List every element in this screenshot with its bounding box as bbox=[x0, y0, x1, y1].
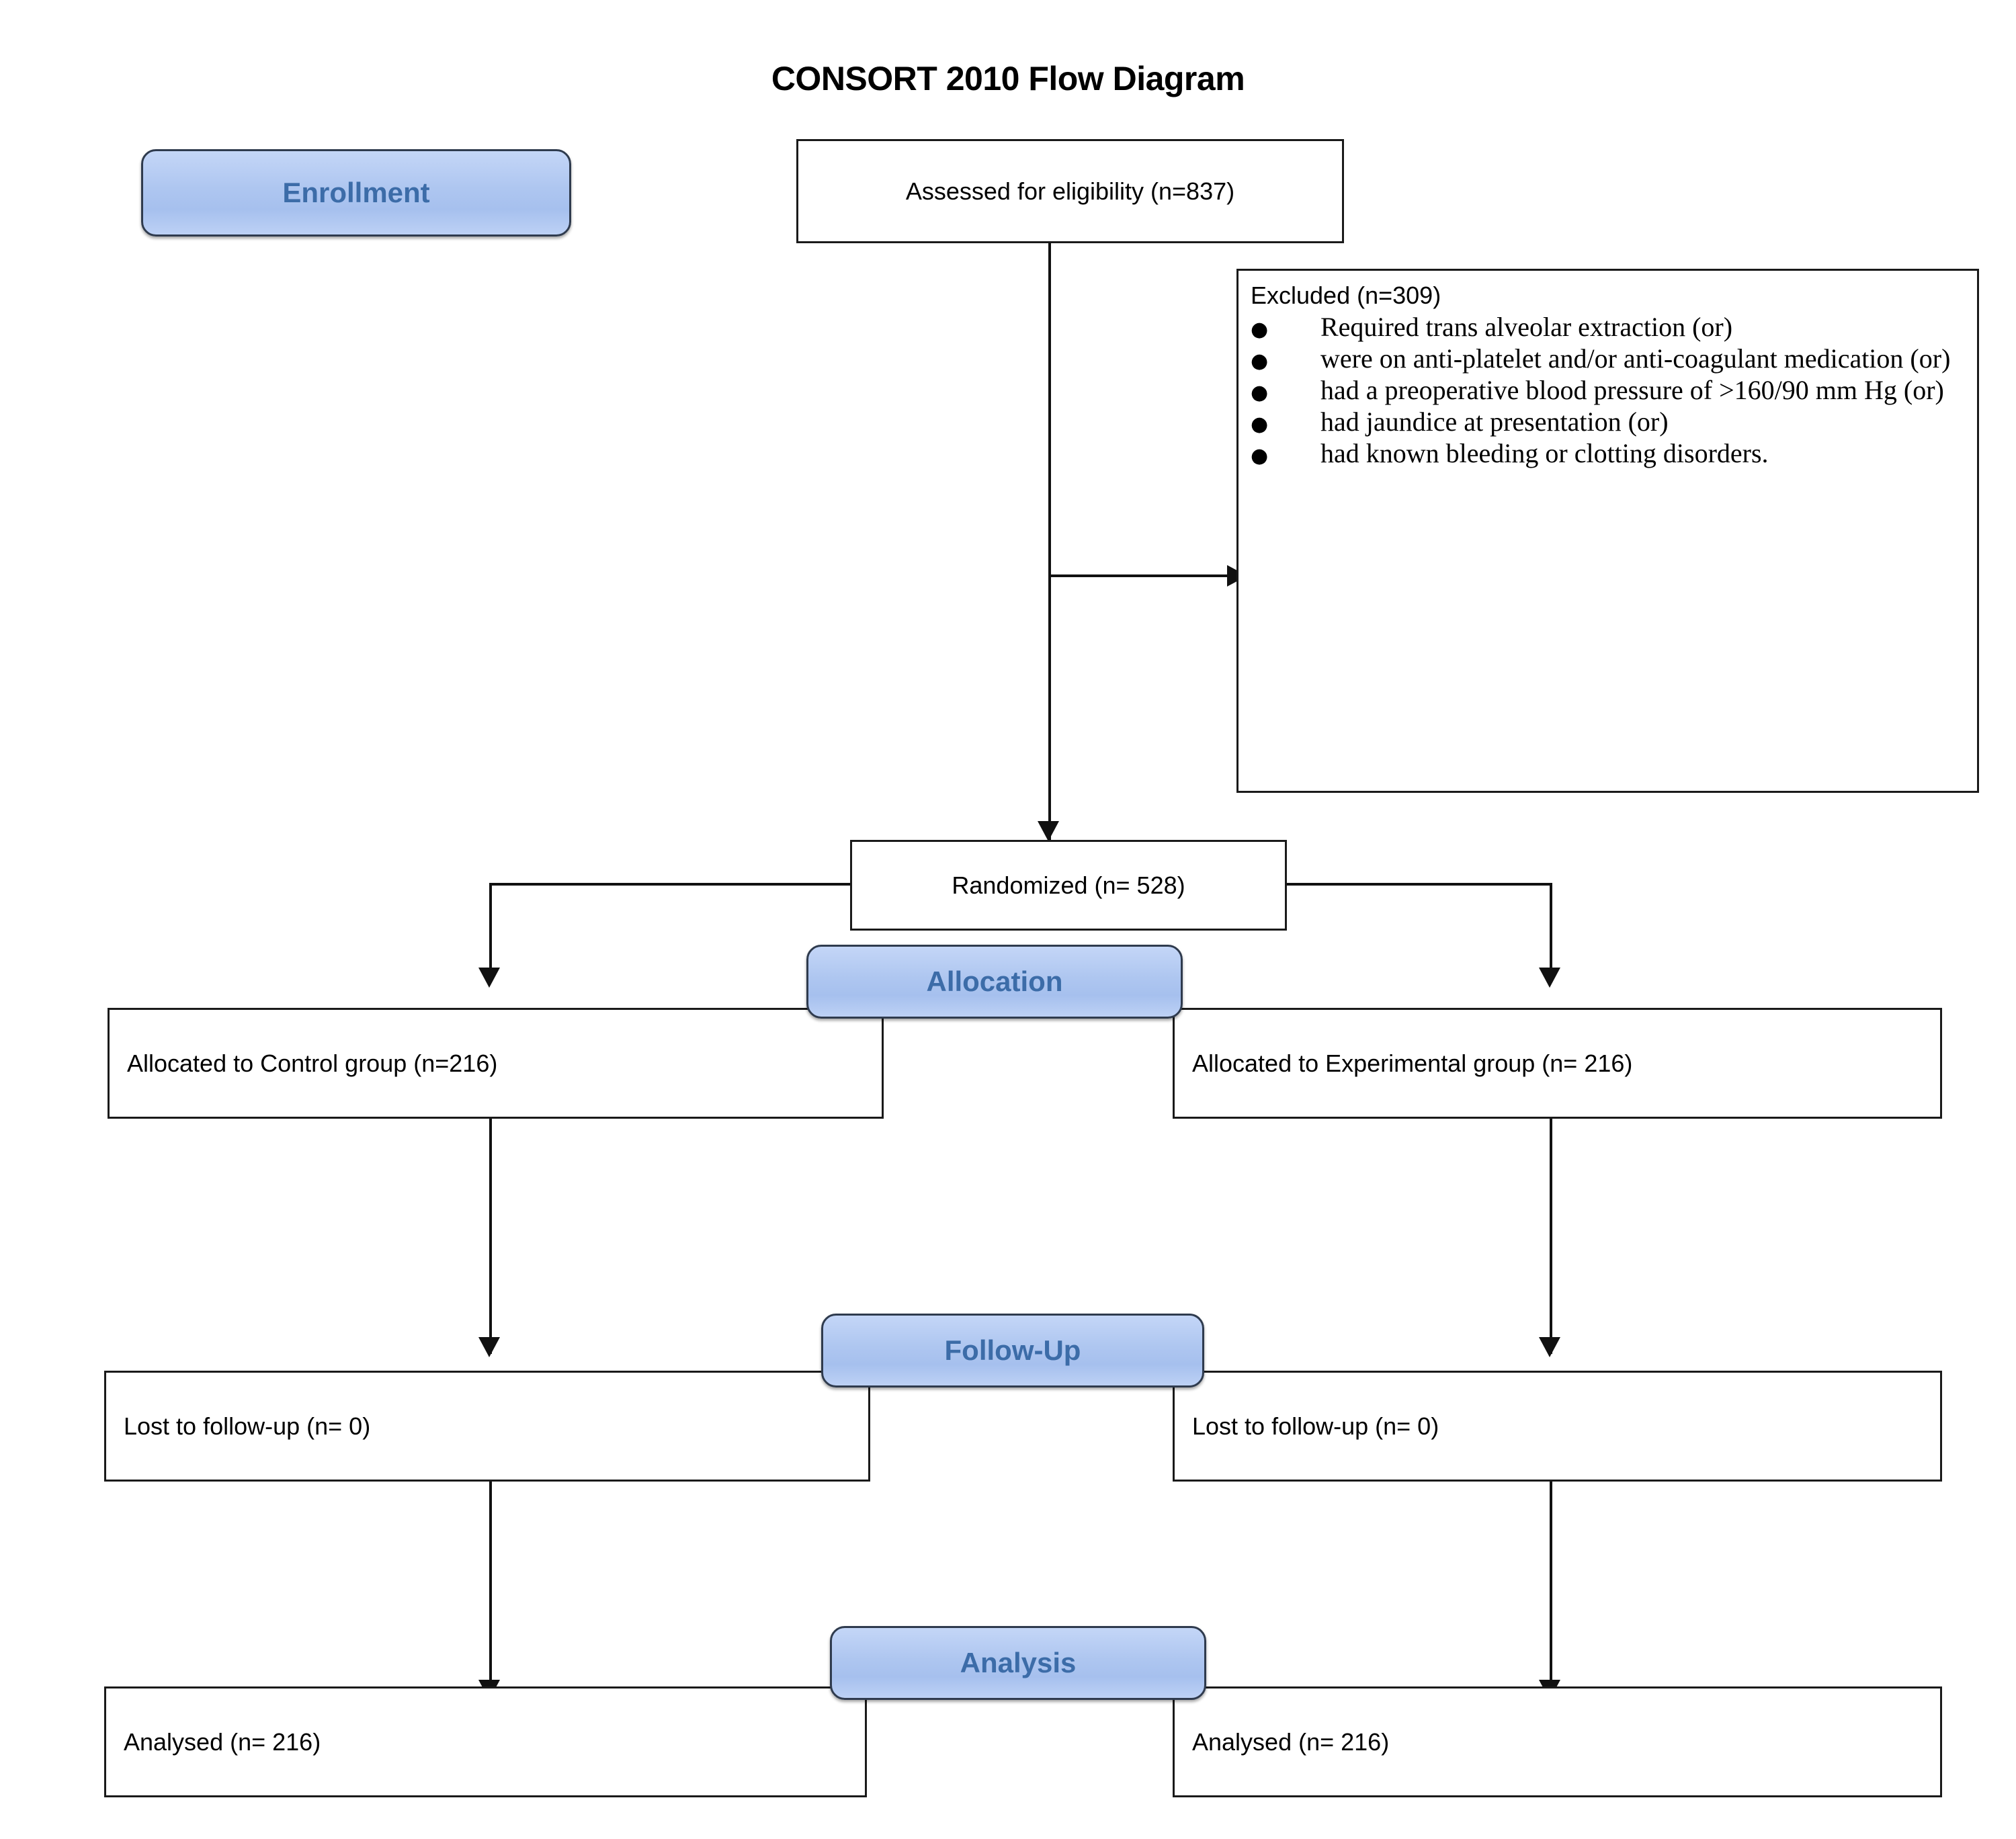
connector-randomized-right bbox=[1285, 883, 1552, 886]
connector-randomized-left bbox=[489, 883, 852, 886]
page-title: CONSORT 2010 Flow Diagram bbox=[771, 60, 1245, 97]
node-assessed-label: Assessed for eligibility (n=837) bbox=[905, 177, 1235, 205]
list-item: ● had a preoperative blood pressure of >1… bbox=[1251, 375, 1965, 407]
node-analysed-experimental-label: Analysed (n= 216) bbox=[1192, 1728, 1390, 1756]
node-excluded-heading: Excluded (n=309) bbox=[1251, 282, 1441, 309]
connector-control-to-analysis bbox=[489, 1482, 492, 1697]
connector-experimental-to-followup bbox=[1550, 1119, 1552, 1354]
connector-assessed-to-excluded bbox=[1048, 574, 1230, 577]
node-lost-followup-experimental: Lost to follow-up (n= 0) bbox=[1173, 1371, 1942, 1482]
connector-randomized-right-drop bbox=[1550, 883, 1552, 982]
node-allocated-experimental: Allocated to Experimental group (n= 216) bbox=[1173, 1008, 1942, 1119]
list-item: ● Required trans alveolar extraction (or) bbox=[1251, 312, 1965, 343]
bullet-icon: ● bbox=[1251, 380, 1269, 404]
stage-badge-followup: Follow-Up bbox=[821, 1314, 1204, 1387]
bullet-icon: ● bbox=[1251, 349, 1269, 374]
stage-badge-allocation: Allocation bbox=[806, 945, 1183, 1019]
node-randomized-label: Randomized (n= 528) bbox=[952, 871, 1185, 899]
node-analysed-control: Analysed (n= 216) bbox=[104, 1686, 867, 1797]
stage-badge-analysis: Analysis bbox=[830, 1626, 1206, 1700]
connector-control-to-followup bbox=[489, 1119, 492, 1354]
arrowhead-randomized bbox=[1038, 821, 1059, 841]
excluded-reason-text: had known bleeding or clotting disorders… bbox=[1320, 437, 1769, 468]
stage-badge-analysis-label: Analysis bbox=[960, 1647, 1077, 1678]
node-allocated-control-label: Allocated to Control group (n=216) bbox=[127, 1050, 498, 1077]
connector-assessed-to-randomized bbox=[1048, 243, 1051, 840]
node-analysed-control-label: Analysed (n= 216) bbox=[124, 1728, 321, 1756]
stage-badge-allocation-label: Allocation bbox=[926, 966, 1063, 997]
excluded-reason-list: ● Required trans alveolar extraction (or)… bbox=[1251, 312, 1965, 469]
bullet-icon: ● bbox=[1251, 318, 1269, 342]
excluded-reason-text: had a preoperative blood pressure of >16… bbox=[1320, 374, 1944, 405]
arrowhead-lost-control bbox=[478, 1337, 500, 1357]
stage-badge-enrollment: Enrollment bbox=[141, 149, 571, 237]
node-assessed-for-eligibility: Assessed for eligibility (n=837) bbox=[796, 139, 1344, 243]
excluded-reason-text: had jaundice at presentation (or) bbox=[1320, 406, 1669, 437]
excluded-reason-text: Required trans alveolar extraction (or) bbox=[1320, 312, 1733, 343]
stage-badge-enrollment-label: Enrollment bbox=[282, 177, 430, 208]
connector-experimental-to-analysis bbox=[1550, 1482, 1552, 1697]
node-analysed-experimental: Analysed (n= 216) bbox=[1173, 1686, 1942, 1797]
list-item: ● had jaundice at presentation (or) bbox=[1251, 407, 1965, 438]
node-allocated-control: Allocated to Control group (n=216) bbox=[108, 1008, 884, 1119]
node-excluded: Excluded (n=309) ● Required trans alveola… bbox=[1236, 269, 1979, 793]
stage-badge-followup-label: Follow-Up bbox=[944, 1334, 1081, 1366]
node-lost-followup-control-label: Lost to follow-up (n= 0) bbox=[124, 1412, 371, 1440]
bullet-icon: ● bbox=[1251, 412, 1269, 436]
arrowhead-lost-experimental bbox=[1539, 1337, 1560, 1357]
list-item: ● had known bleeding or clotting disorder… bbox=[1251, 438, 1965, 470]
excluded-reason-text: were on anti-platelet and/or anti-coagul… bbox=[1320, 343, 1951, 374]
bullet-icon: ● bbox=[1251, 443, 1269, 468]
node-lost-followup-control: Lost to follow-up (n= 0) bbox=[104, 1371, 870, 1482]
arrowhead-allocated-experimental bbox=[1539, 968, 1560, 988]
node-lost-followup-experimental-label: Lost to follow-up (n= 0) bbox=[1192, 1412, 1439, 1440]
list-item: ● were on anti-platelet and/or anti-coagu… bbox=[1251, 343, 1965, 375]
node-allocated-experimental-label: Allocated to Experimental group (n= 216) bbox=[1192, 1050, 1633, 1077]
node-randomized: Randomized (n= 528) bbox=[850, 840, 1287, 931]
arrowhead-allocated-control bbox=[478, 968, 500, 988]
connector-randomized-left-drop bbox=[489, 883, 492, 982]
